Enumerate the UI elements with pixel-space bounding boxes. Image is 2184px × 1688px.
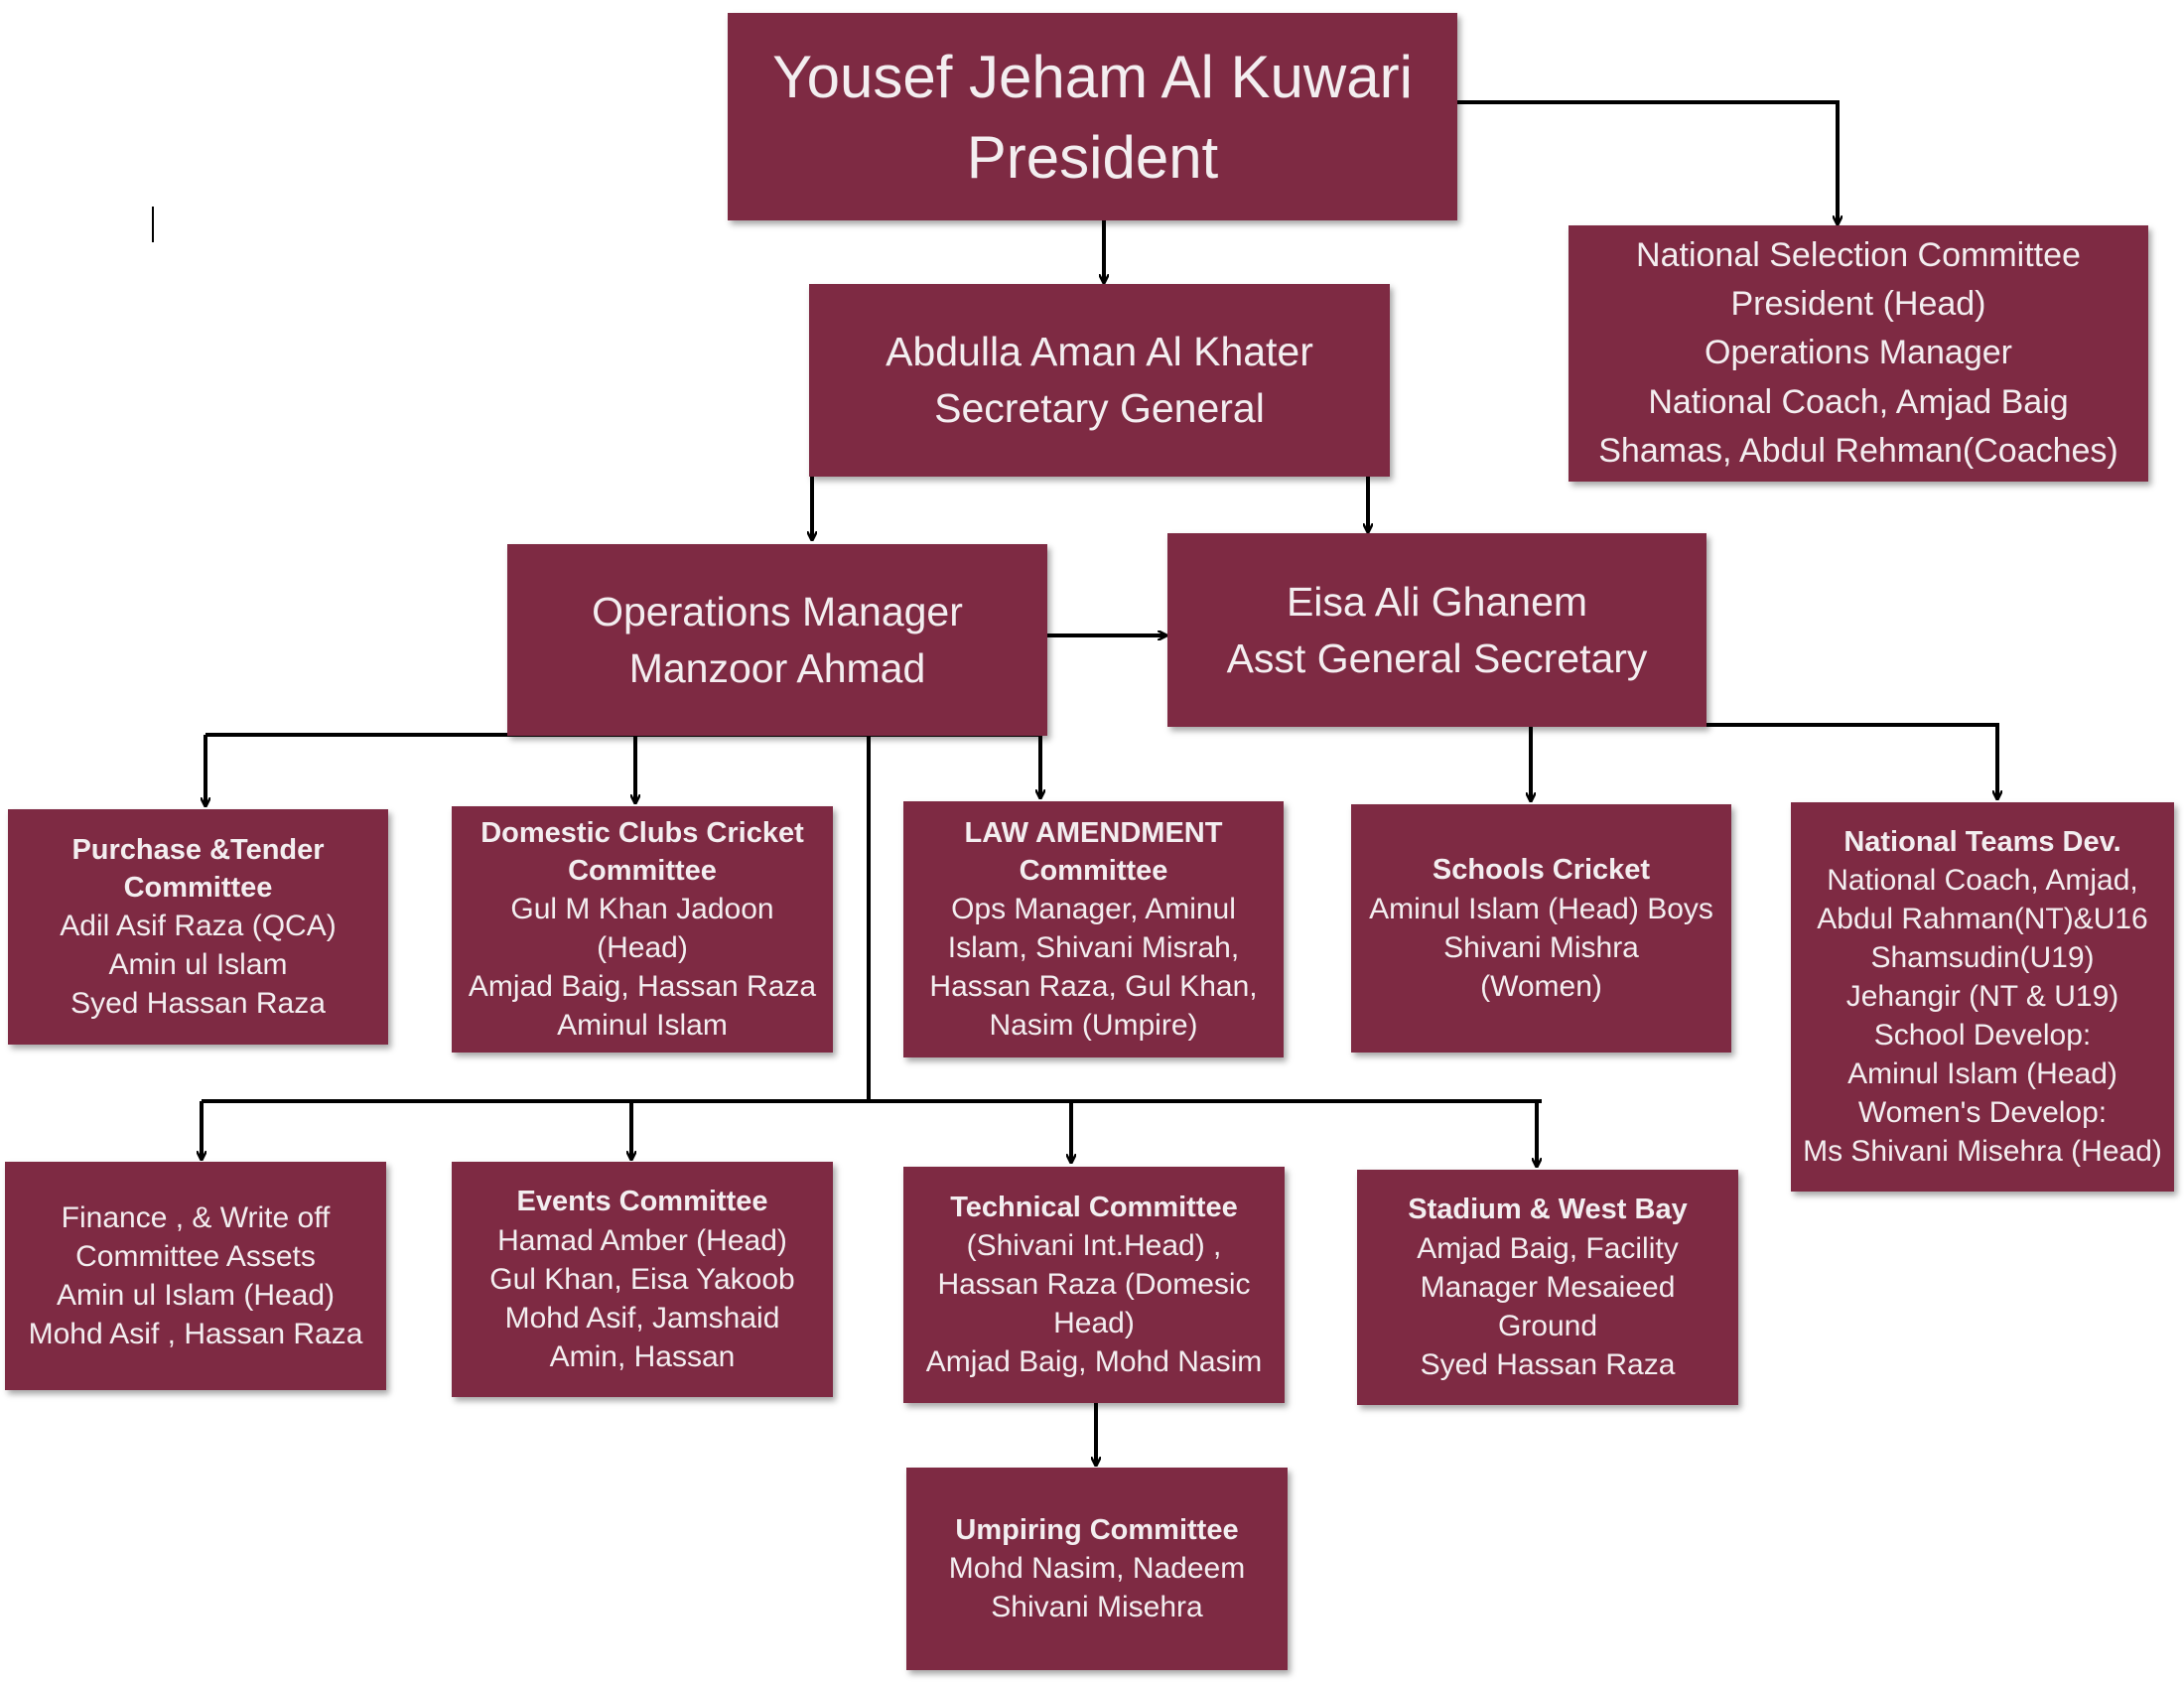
selection-line: Shamas, Abdul Rehman(Coaches) [1598,431,2118,470]
domestic-member: Amjad Baig, Hassan Raza [468,970,817,1004]
purchase-heading: Committee [123,872,273,904]
purchase-heading: Purchase &Tender [71,833,325,866]
technical-heading: Technical Committee [950,1191,1238,1223]
schools-member: (Women) [1480,969,1602,1003]
events-box: Events Committee Hamad Amber (Head) Gul … [452,1162,833,1397]
national-selection-box: National Selection Committee President (… [1569,225,2148,482]
selection-line: National Coach, Amjad Baig [1648,382,2069,421]
purchase-member: Syed Hassan Raza [70,987,326,1021]
secgen-name: Abdulla Aman Al Khater [886,329,1313,375]
finance-line: Amin ul Islam (Head) [56,1279,336,1312]
operations-manager-box: Operations Manager Manzoor Ahmad [507,544,1047,736]
events-member: Amin, Hassan [549,1339,736,1373]
finance-box: Finance , & Write off Committee Assets A… [5,1162,386,1390]
ops-title: Operations Manager [592,588,963,634]
stadium-heading: Stadium & West Bay [1408,1194,1688,1226]
law-amendment-box: LAW AMENDMENT Committee Ops Manager, Ami… [903,801,1284,1057]
ops-name: Manzoor Ahmad [628,644,926,691]
stadium-member: Ground [1497,1309,1598,1342]
technical-member: Amjad Baig, Mohd Nasim [925,1345,1263,1379]
finance-line: Committee Assets [75,1240,316,1273]
text-cursor [152,207,154,242]
events-member: Gul Khan, Eisa Yakoob [489,1262,795,1296]
law-member: Islam, Shivani Misrah, [947,931,1240,965]
purchase-member: Adil Asif Raza (QCA) [60,910,337,943]
domestic-clubs-box: Domestic Clubs Cricket Committee Gul M K… [452,806,833,1053]
schools-member: Shivani Mishra [1443,930,1639,964]
secgen-title: Secretary General [934,385,1265,431]
schools-cricket-box: Schools Cricket Aminul Islam (Head) Boys… [1351,804,1731,1053]
finance-line: Mohd Asif , Hassan Raza [28,1318,363,1350]
schools-member: Aminul Islam (Head) Boys [1369,892,1713,925]
law-member: Ops Manager, Aminul [951,893,1236,926]
connector-president-selection [1457,100,1838,223]
connector-asst-bus [1531,723,1997,798]
law-heading: LAW AMENDMENT [964,816,1223,849]
purchase-tender-box: Purchase &Tender Committee Adil Asif Raz… [8,809,388,1045]
secretary-general-box: Abdulla Aman Al Khater Secretary General [809,284,1390,477]
law-member: Nasim (Umpire) [989,1009,1198,1043]
selection-line: President (Head) [1730,285,1986,324]
stadium-member: Manager Mesaieed [1420,1270,1676,1304]
president-box: Yousef Jeham Al Kuwari President [728,13,1457,220]
law-heading: Committee [1019,855,1168,887]
umpiring-box: Umpiring Committee Mohd Nasim, Nadeem Sh… [906,1468,1288,1670]
president-title: President [966,123,1219,191]
technical-member: (Shivani Int.Head) , [966,1229,1222,1263]
domestic-heading: Committee [568,855,717,887]
national-teams-member: Abdul Rahman(NT)&U16 [1817,903,2148,936]
umpiring-heading: Umpiring Committee [955,1513,1239,1546]
asst-name: Eisa Ali Ghanem [1286,578,1588,625]
national-teams-member: Jehangir (NT & U19) [1845,980,2119,1014]
events-member: Mohd Asif, Jamshaid [504,1301,780,1335]
events-member: Hamad Amber (Head) [497,1223,787,1257]
schools-heading: Schools Cricket [1432,854,1651,887]
asst-title: Asst General Secretary [1226,634,1648,681]
selection-line: National Selection Committee [1636,235,2081,274]
domestic-heading: Domestic Clubs Cricket [480,816,804,849]
domestic-member: (Head) [597,931,688,965]
president-name: Yousef Jeham Al Kuwari [772,43,1413,110]
technical-member: Head) [1053,1307,1135,1340]
law-member: Hassan Raza, Gul Khan, [929,970,1258,1004]
purchase-member: Amin ul Islam [108,948,288,982]
national-teams-member: Ms Shivani Misehra (Head) [1803,1135,2162,1169]
technical-member: Hassan Raza (Domesic [937,1268,1251,1302]
stadium-box: Stadium & West Bay Amjad Baig, Facility … [1357,1170,1738,1405]
finance-line: Finance , & Write off [61,1201,331,1234]
national-teams-member: Shamsudin(U19) [1870,941,2095,975]
domestic-member: Gul M Khan Jadoon [510,893,774,926]
umpiring-member: Mohd Nasim, Nadeem [948,1552,1246,1586]
umpiring-member: Shivani Misehra [991,1591,1203,1624]
national-teams-heading: National Teams Dev. [1843,825,2121,858]
national-teams-box: National Teams Dev. National Coach, Amja… [1791,802,2174,1192]
selection-line: Operations Manager [1705,334,2012,372]
national-teams-member: School Develop: [1873,1019,2092,1053]
asst-secretary-box: Eisa Ali Ghanem Asst General Secretary [1167,533,1706,727]
national-teams-member: Aminul Islam (Head) [1847,1057,2117,1091]
national-teams-member: Women's Develop: [1857,1096,2108,1130]
technical-box: Technical Committee (Shivani Int.Head) ,… [903,1167,1285,1403]
events-heading: Events Committee [516,1186,768,1218]
national-teams-member: National Coach, Amjad, [1827,864,2138,898]
stadium-member: Amjad Baig, Facility [1417,1231,1679,1265]
stadium-member: Syed Hassan Raza [1420,1347,1676,1381]
domestic-member: Aminul Islam [557,1009,728,1043]
